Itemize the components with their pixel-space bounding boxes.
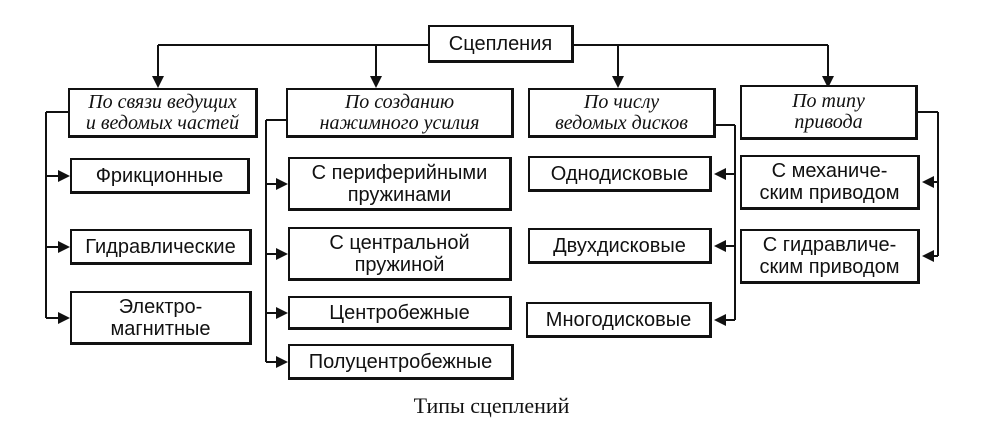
item-node: С гидравличе- ским приводом [740, 229, 920, 284]
arrow-head [58, 170, 70, 182]
category-pressure-node: По созданию нажимного усилия [286, 88, 514, 138]
arrow-head [152, 76, 164, 88]
arrow-head [276, 356, 288, 368]
item-node: Фрикционные [70, 158, 250, 194]
category-drive-node: По типу привода [740, 85, 918, 140]
arrow-head [276, 248, 288, 260]
category-discs-node: По числу ведомых дисков [528, 88, 716, 138]
item-node: Двухдисковые [528, 228, 712, 264]
item-node: Центробежные [288, 296, 512, 330]
item-node: Полуцентробежные [288, 344, 514, 380]
item-node: Однодисковые [528, 156, 712, 192]
item-node: Электро- магнитные [70, 291, 252, 345]
item-node: Многодисковые [526, 302, 712, 338]
item-node: С периферийными пружинами [288, 157, 512, 211]
arrow-head [714, 240, 726, 252]
item-node: С механиче- ским приводом [740, 155, 920, 210]
arrow-head [370, 76, 382, 88]
arrow-head [714, 314, 726, 326]
arrow-head [58, 312, 70, 324]
arrow-head [276, 178, 288, 190]
item-node: Гидравлические [70, 229, 252, 265]
figure-caption: Типы сцеплений [413, 393, 570, 418]
arrow-head [58, 241, 70, 253]
arrow-head [276, 307, 288, 319]
arrow-head [922, 250, 934, 262]
root-node: Сцепления [428, 25, 574, 63]
arrow-head [922, 176, 934, 188]
item-node: С центральной пружиной [288, 227, 512, 281]
arrow-head [714, 168, 726, 180]
category-coupling-node: По связи ведущих и ведомых частей [68, 88, 258, 138]
arrow-head [822, 76, 834, 88]
arrow-head [612, 76, 624, 88]
